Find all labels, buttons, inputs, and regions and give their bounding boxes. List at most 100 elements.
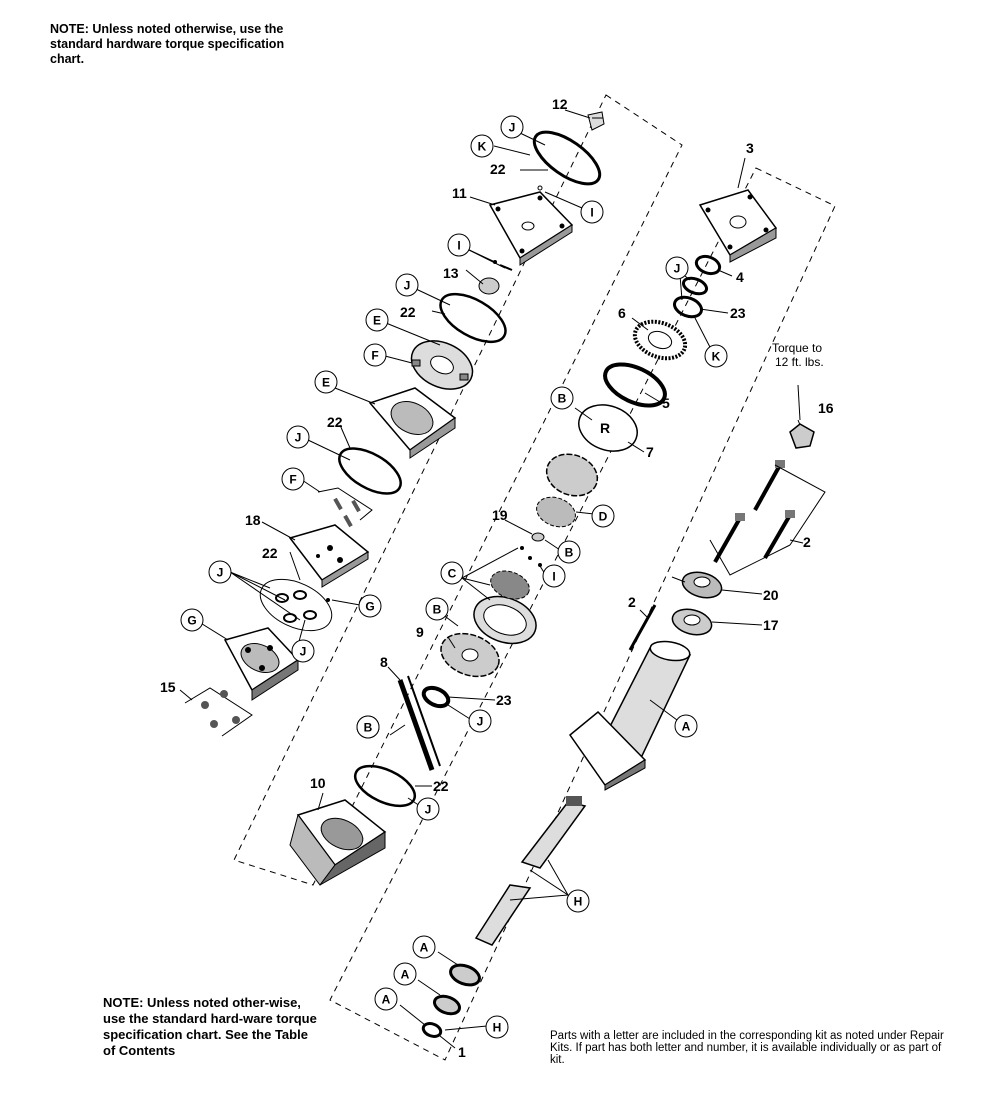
part-number-label: 4: [736, 269, 744, 285]
part-number-label: 2: [628, 594, 636, 610]
part-number-label: 15: [160, 679, 176, 695]
kit-letter: J: [500, 115, 524, 139]
part-number-label: 20: [763, 587, 779, 603]
kit-letter: B: [425, 597, 449, 621]
note-top: NOTE: Unless noted otherwise, use the st…: [50, 22, 285, 66]
part-bearing-a-1: [449, 963, 481, 987]
kit-letter: J: [468, 709, 492, 733]
part-plate-18: [288, 524, 370, 588]
kit-letter: J: [395, 273, 419, 297]
kit-letter-circles: J K I I J E F E J F J G G J B B D B I C …: [180, 115, 728, 1039]
kit-letter: I: [542, 564, 566, 588]
part-small-pin: [499, 264, 513, 271]
kit-letter: A: [374, 987, 398, 1011]
part-number-label: 23: [730, 305, 746, 321]
part-small-ball-g: [326, 598, 330, 602]
part-number-label: 11: [452, 185, 467, 201]
part-seal-23-right: [672, 295, 704, 319]
part-number-label: 3: [746, 140, 754, 156]
part-oring-22-top: [532, 130, 602, 186]
part-number-label: 1: [458, 1044, 466, 1060]
kit-letter: G: [180, 608, 204, 632]
kit-letter: F: [281, 467, 305, 491]
svg-text:J: J: [425, 803, 432, 817]
kit-letter: J: [416, 797, 440, 821]
part-number-label: 8: [380, 654, 388, 670]
part-oring-22-d: [353, 764, 417, 808]
part-oring-22-c: [338, 447, 402, 495]
svg-text:B: B: [558, 392, 567, 406]
svg-text:E: E: [322, 376, 330, 390]
part-spacer-19: [531, 532, 545, 542]
part-number-label: 22: [327, 414, 343, 430]
svg-text:H: H: [493, 1021, 502, 1035]
left-group-outline: [233, 94, 683, 886]
part-ring-c: [473, 595, 537, 645]
svg-text:F: F: [371, 349, 378, 363]
svg-text:E: E: [373, 314, 381, 328]
part-number-label: 22: [400, 304, 416, 320]
part-bushing-17: [671, 608, 713, 636]
kit-letter: K: [704, 344, 728, 368]
part-small-ball-top: [537, 185, 543, 191]
svg-text:A: A: [401, 968, 410, 982]
svg-text:I: I: [552, 570, 555, 584]
right-group-outline: [329, 167, 836, 1061]
svg-text:I: I: [590, 206, 593, 220]
part-seal-4: [694, 254, 722, 276]
svg-text:Torque to: Torque to: [772, 341, 822, 355]
svg-text:J: J: [217, 566, 224, 580]
part-number-label: 17: [763, 617, 779, 633]
part-seal-j-right: [681, 276, 709, 296]
svg-text:J: J: [509, 121, 516, 135]
part-end-cover-g: [223, 627, 300, 701]
kit-letter: I: [580, 200, 604, 224]
svg-text:B: B: [433, 603, 442, 617]
svg-text:G: G: [187, 614, 196, 628]
part-gear-9: [440, 632, 500, 678]
part-number-label: 7: [646, 444, 654, 460]
part-number-label: 18: [245, 512, 261, 528]
svg-text:B: B: [364, 721, 373, 735]
kit-letter: J: [291, 639, 315, 663]
svg-text:12 ft. lbs.: 12 ft. lbs.: [775, 355, 824, 369]
part-number-label: 22: [262, 545, 278, 561]
svg-text:A: A: [682, 720, 691, 734]
part-snap-ring-1: [421, 1022, 443, 1038]
svg-text:G: G: [365, 600, 374, 614]
part-bolts-8: [397, 675, 441, 771]
part-number-labels: 12 22 11 13 22 22 18 22 15 10 8 23 22 9 …: [160, 96, 834, 1060]
kit-letter: A: [412, 935, 436, 959]
svg-text:R: R: [600, 420, 610, 436]
kit-letter: B: [557, 540, 581, 564]
part-number-label: 6: [618, 305, 626, 321]
kit-letter: E: [314, 370, 338, 394]
svg-text:J: J: [674, 262, 681, 276]
kit-letter: J: [208, 560, 232, 584]
part-valve-plate: [410, 340, 474, 390]
part-number-label: 5: [662, 395, 670, 411]
part-housing-plate: [368, 387, 457, 459]
part-number-label: 10: [310, 775, 326, 791]
part-number-label: 16: [818, 400, 834, 416]
kit-letter: G: [358, 594, 382, 618]
kit-letter: H: [566, 889, 590, 913]
svg-text:J: J: [300, 645, 307, 659]
part-number-label: 2: [803, 534, 811, 550]
svg-text:C: C: [448, 567, 457, 581]
svg-text:I: I: [457, 239, 460, 253]
part-number-label: 19: [492, 507, 508, 523]
part-ring-5: [603, 362, 667, 408]
part-number-label: 13: [443, 265, 459, 281]
kit-letter: A: [393, 962, 417, 986]
kit-letter: F: [363, 343, 387, 367]
kit-letter: J: [665, 256, 689, 280]
part-ball-i-b: [528, 556, 532, 560]
part-number-label: 9: [416, 624, 424, 640]
part-gear-d: [536, 496, 576, 528]
part-plate-3: [698, 189, 778, 263]
svg-text:B: B: [565, 546, 574, 560]
part-gear-large: [545, 453, 599, 497]
svg-text:F: F: [289, 473, 296, 487]
